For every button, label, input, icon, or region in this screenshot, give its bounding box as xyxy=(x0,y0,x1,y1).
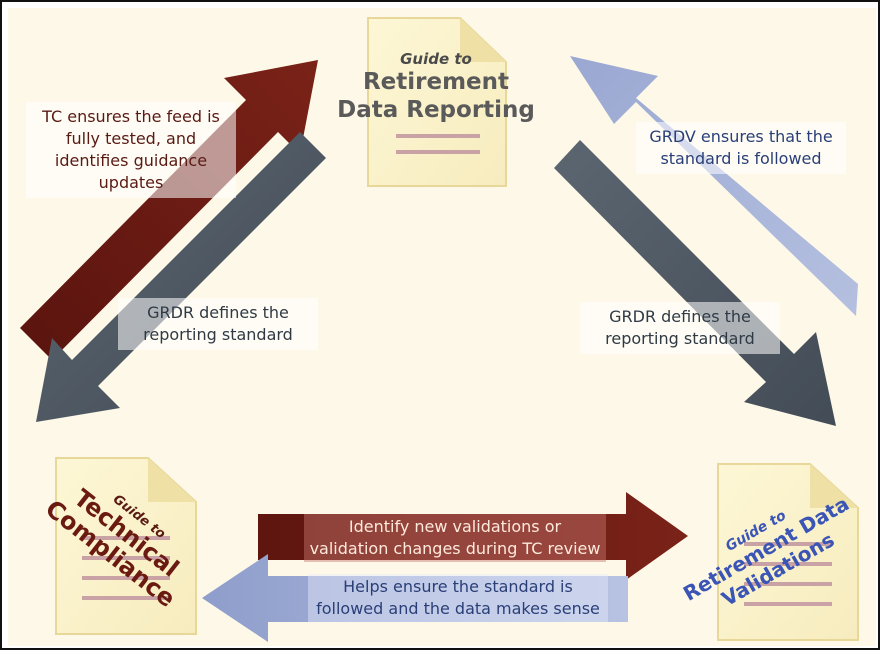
doc-top-lines xyxy=(396,134,480,154)
label-grdv-to-grdr-line1: GRDV ensures that the xyxy=(649,127,833,146)
label-tc-to-grdv-line2: validation changes during TC review xyxy=(309,539,601,558)
label-tc-to-grdr-line3: identifies guidance xyxy=(54,151,208,170)
doc-top-line1: Guide to xyxy=(400,50,472,68)
label-tc-to-grdr-line1: TC ensures the feed is xyxy=(42,107,220,126)
arrow-grdv-to-grdr xyxy=(570,56,858,316)
label-tc-to-grdv: Identify new validations or validation c… xyxy=(304,514,606,562)
arrow-grdv-to-tc xyxy=(202,554,628,642)
label-tc-to-grdr-line4: updates xyxy=(98,173,164,192)
arrow-tc-to-grdv xyxy=(258,492,688,580)
doc-bottom-left xyxy=(55,457,197,635)
label-tc-to-grdr-line2: fully tested, and xyxy=(65,129,197,148)
doc-bottom-right-lines xyxy=(744,542,832,606)
label-grdv-to-grdr: GRDV ensures that the standard is follow… xyxy=(636,122,846,174)
doc-bottom-left-lines xyxy=(82,536,170,600)
doc-top-line2: Retirement xyxy=(362,69,510,95)
arrows-layer xyxy=(20,17,859,642)
diagram-canvas: Guide to Retirement Data Reporting Guide… xyxy=(8,8,876,646)
label-tc-to-grdv-line1: Identify new validations or xyxy=(348,517,562,536)
doc-bottom-right xyxy=(717,463,859,641)
label-tc-to-grdr: TC ensures the feed is fully tested, and… xyxy=(26,102,236,198)
label-grdv-to-grdr-line2: standard is followed xyxy=(660,149,822,168)
label-grdv-to-tc-line1: Helps ensure the standard is xyxy=(343,577,573,596)
arrow-tc-to-grdr xyxy=(20,60,318,360)
label-grdv-to-tc: Helps ensure the standard is followed an… xyxy=(308,574,608,622)
doc-top-line3: Data Reporting xyxy=(337,97,535,123)
label-grdr-to-tc-line2: reporting standard xyxy=(143,325,293,344)
arrow-grdr-to-tc xyxy=(36,132,326,422)
label-grdr-to-tc: GRDR defines the reporting standard xyxy=(118,298,318,350)
doc-top-title: Guide to Retirement Data Reporting xyxy=(326,50,546,124)
arrow-grdr-to-grdv xyxy=(554,140,836,426)
doc-top xyxy=(367,17,507,187)
label-grdr-to-grdv-line1: GRDR defines the xyxy=(609,307,751,326)
label-grdv-to-tc-line2: followed and the data makes sense xyxy=(316,599,600,618)
label-grdr-to-grdv: GRDR defines the reporting standard xyxy=(580,302,780,354)
label-grdr-to-tc-line1: GRDR defines the xyxy=(147,303,289,322)
label-grdr-to-grdv-line2: reporting standard xyxy=(605,329,755,348)
